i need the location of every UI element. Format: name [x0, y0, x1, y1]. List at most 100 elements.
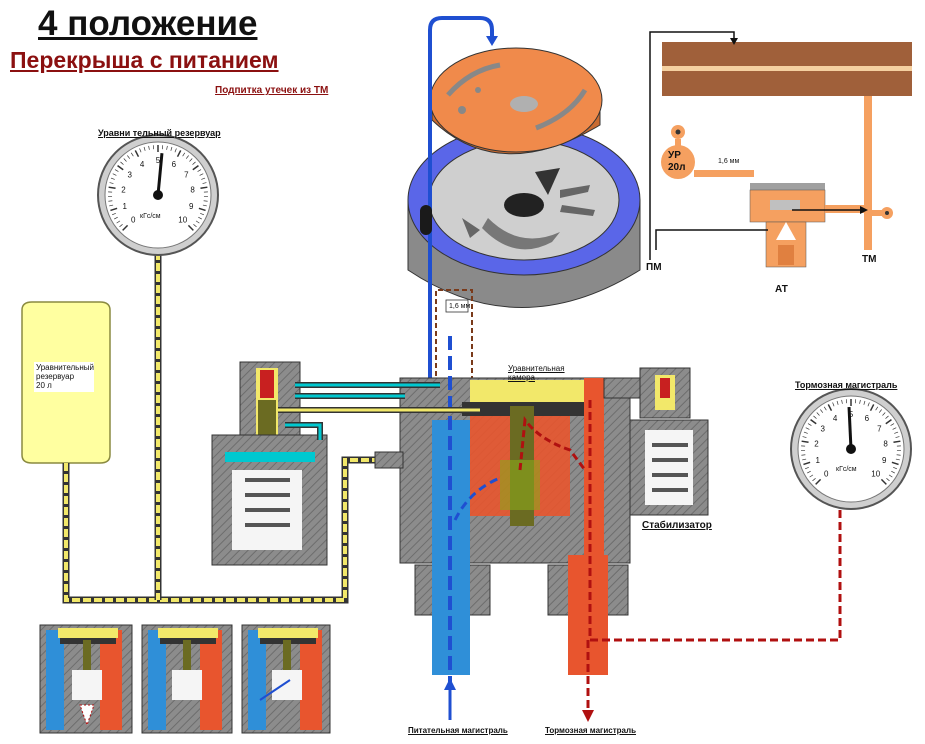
- gauge-tick: [886, 478, 890, 482]
- gauge-tick: [110, 207, 118, 212]
- brake-feed-arrow: [518, 416, 587, 471]
- gauge-tick: [139, 148, 142, 153]
- reservoir-label-box: [34, 362, 94, 392]
- gauge-tick: [815, 478, 822, 485]
- gauge-tick-label: 6: [172, 160, 177, 169]
- gauge-tick: [109, 204, 114, 207]
- gauge-tick: [859, 399, 861, 404]
- gauge-needle: [156, 153, 164, 196]
- supply-feed-arrow: [453, 476, 501, 521]
- gauge-tick: [805, 427, 810, 430]
- pipe-fitting: [374, 451, 404, 469]
- equalizing-gauge-label: Уравни тельный резервуар: [98, 128, 221, 138]
- gauge-tick: [867, 402, 870, 407]
- orifice-label: 1,6 мм: [449, 303, 471, 310]
- gauge-tick: [185, 155, 189, 159]
- gauge-tick: [812, 478, 816, 482]
- gauge-tick-label: 7: [877, 424, 882, 433]
- gauge-tick: [189, 158, 193, 162]
- gauge-tick: [187, 224, 194, 231]
- brake-main-line: [588, 400, 842, 642]
- gauge-tick: [807, 423, 812, 426]
- arrow-down-icon: [486, 36, 498, 46]
- gauge-tick-label: 0: [824, 470, 829, 479]
- reservoir-label-line1: Уравнительный: [36, 363, 94, 372]
- gauge-tick-label: 6: [865, 414, 870, 423]
- tm-label: ТМ: [862, 254, 877, 265]
- equalizing-pipes: [62, 252, 380, 604]
- gauge-tick: [882, 412, 886, 416]
- gauge-tick: [863, 400, 866, 405]
- variant-thumbnail-1: [39, 624, 133, 734]
- variant-thumbnail-3: [241, 624, 331, 734]
- gauge-needle: [847, 406, 853, 450]
- gauge-tick: [116, 220, 121, 224]
- gauge-tick: [119, 224, 123, 228]
- gauge-tick-label: 9: [189, 202, 194, 211]
- stabilizer: [603, 367, 709, 516]
- supply-port: [420, 205, 432, 235]
- equalizing-gauge-unit: кГс/см: [140, 213, 161, 220]
- gauge-tick: [878, 409, 882, 413]
- gauge-tick-label: 0: [131, 216, 136, 225]
- gauge-tick: [802, 458, 807, 461]
- gauge-tick: [198, 216, 202, 220]
- gauge-tick: [120, 161, 124, 165]
- gauge-tick: [112, 173, 117, 176]
- gauge-tick: [166, 145, 168, 150]
- schematic-orifice-label: 1,6 мм: [718, 158, 740, 165]
- gauge-tick-label: 2: [814, 440, 819, 449]
- gauge-hub: [846, 444, 856, 454]
- gauge-tick: [823, 406, 827, 411]
- gauge-tick-label: 5: [849, 410, 854, 419]
- orifice-label-box: [445, 299, 469, 313]
- gauge-tick: [108, 186, 116, 190]
- gauge-tick-label: 2: [121, 186, 126, 195]
- gauge-tick: [895, 458, 900, 461]
- brake-gauge-label: Тормозная магистраль: [795, 380, 898, 390]
- gauge-tick: [885, 415, 889, 419]
- gauge-tick: [200, 212, 205, 216]
- gauge-tick: [802, 436, 807, 438]
- gauge-tick: [813, 415, 817, 419]
- gauge-tick-label: 10: [178, 216, 187, 225]
- gauge-tick: [192, 161, 196, 165]
- page-title: 4 положение: [38, 4, 258, 43]
- arrow-down-icon: [582, 710, 594, 722]
- gauge-tick: [807, 470, 811, 474]
- gauge-tick: [200, 186, 208, 190]
- gauge-tick: [193, 224, 197, 228]
- gauge-tick: [891, 461, 899, 466]
- gauge-tick: [892, 427, 897, 430]
- gauge-tick: [108, 200, 113, 202]
- relay-valve: [211, 361, 328, 566]
- gauge-tick: [875, 406, 879, 411]
- gauge-tick-label: 4: [833, 414, 838, 423]
- gauge-tick: [114, 216, 118, 220]
- gauge-tick: [891, 470, 895, 474]
- gauge-tick: [893, 440, 901, 444]
- pm-label: ПМ: [646, 262, 662, 273]
- gauge-tick: [143, 146, 146, 151]
- gauge-tick: [809, 474, 814, 478]
- gauge-tick: [202, 204, 207, 207]
- gauge-tick: [810, 419, 817, 425]
- brake-gauge-unit: кГс/см: [836, 466, 857, 473]
- at-label: АТ: [775, 284, 788, 295]
- gauge-tick: [182, 152, 186, 157]
- gauge-tick-label: 5: [156, 156, 161, 165]
- gauge-tick-label: 8: [190, 186, 195, 195]
- position-note: Подпитка утечек из ТМ: [215, 85, 329, 96]
- gauge-tick: [880, 478, 887, 485]
- gauge-tick: [896, 454, 901, 456]
- gauge-tick: [202, 182, 207, 184]
- gauge-tick: [832, 402, 835, 407]
- ur-label-line2: 20л: [668, 162, 686, 173]
- gauge-hub: [153, 190, 163, 200]
- gauge-tick: [195, 220, 200, 224]
- reservoir-label-line2: резервуар: [36, 372, 75, 381]
